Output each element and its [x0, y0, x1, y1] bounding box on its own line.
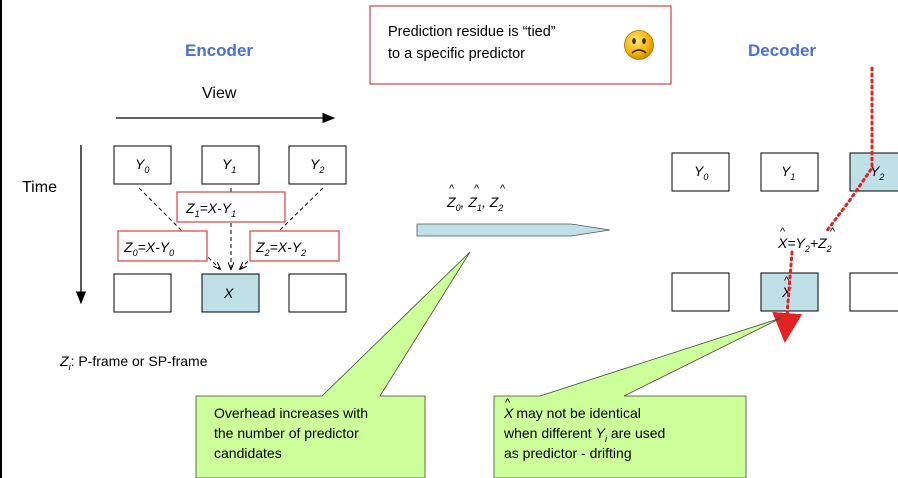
encoder-frame-y2: Y2: [288, 145, 347, 185]
svg-text:^: ^: [780, 226, 786, 238]
svg-text:^: ^: [830, 226, 836, 238]
note-line-1: Prediction residue is “tied”: [388, 24, 556, 40]
overhead-line-1: Overhead increases with: [214, 405, 368, 421]
encoder-frame-x: X: [201, 273, 260, 313]
residual-z2: Z2=X-Y2: [249, 230, 340, 262]
residual-z1: Z1=X-Y1: [176, 191, 286, 223]
overhead-callout: Overhead increases with the number of pr…: [195, 251, 471, 478]
decoder-equation: X=Y2+Z2 ^ ^: [777, 226, 836, 254]
svg-text:X=Y2+Z2: X=Y2+Z2: [777, 235, 832, 254]
decoder-title: Decoder: [748, 41, 816, 60]
encoder-frame-y1: Y1: [201, 145, 260, 185]
channel-hats: ^ ^ ^: [449, 183, 506, 195]
svg-text:X: X: [223, 285, 234, 301]
time-label: Time: [22, 179, 57, 196]
svg-text:^: ^: [784, 275, 790, 287]
decoder-frame-empty-left: [671, 272, 730, 312]
note-box: Prediction residue is “tied” to a specif…: [369, 5, 672, 85]
svg-text:^: ^: [449, 183, 455, 195]
decoder-frame-y1: Y1: [760, 152, 819, 192]
channel-arrow: [416, 223, 611, 237]
sad-face-icon: [624, 30, 654, 60]
encoder-frame-y0: Y0: [113, 145, 172, 185]
svg-text:X: X: [781, 284, 792, 300]
prediction-arrow-y2: [240, 187, 324, 269]
svg-text:^: ^: [474, 183, 480, 195]
view-label: View: [202, 85, 237, 102]
decoder-frame-y0: Y0: [671, 152, 730, 192]
encoder-frame-empty-right: [288, 273, 347, 313]
drift-line-3: as predictor - drifting: [504, 445, 632, 461]
residual-z0: Z0=X-Y0: [117, 230, 208, 262]
overhead-line-3: candidates: [214, 445, 282, 461]
svg-text:Z1=X-Y1: Z1=X-Y1: [185, 200, 236, 219]
note-line-2: to a specific predictor: [388, 46, 525, 62]
prediction-arrow-y0: [138, 187, 220, 269]
channel-label: Z0, Z1, Z2: [446, 194, 503, 213]
decoder-frame-empty-right: [849, 272, 898, 312]
svg-text:^: ^: [500, 183, 506, 195]
overhead-line-2: the number of predictor: [214, 425, 359, 441]
drift-hat: ^: [505, 397, 511, 409]
drift-line-2: when different Yi are used: [503, 425, 665, 444]
residual-legend: Zi: P-frame or SP-frame: [59, 353, 208, 372]
encoder-frame-empty-left: [113, 273, 172, 313]
decode-path-lower: [772, 250, 803, 343]
encoder-title: Encoder: [185, 41, 253, 60]
decoder-frame-y2: Y2: [849, 152, 898, 192]
decode-path-upper: [824, 66, 874, 234]
